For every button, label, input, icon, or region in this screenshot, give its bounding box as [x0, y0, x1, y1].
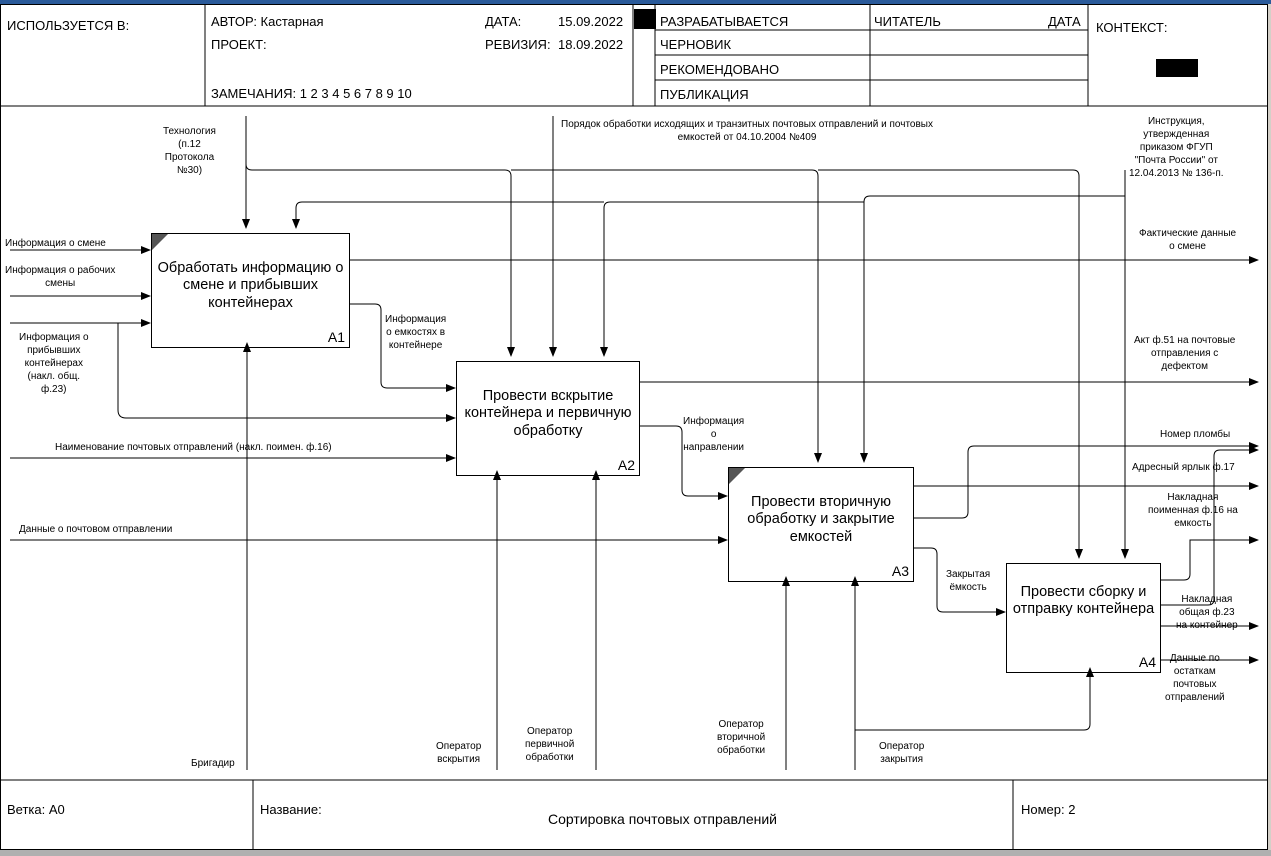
activity-box-a3[interactable]: Провести вторичную обработку и закрытие … — [728, 467, 914, 582]
window-bottom-bar — [0, 850, 1271, 856]
revision-label: РЕВИЗИЯ: — [485, 37, 551, 52]
frame-lines — [1, 5, 1268, 850]
activity-box-a1[interactable]: Обработать информацию о смене и прибывши… — [151, 233, 350, 348]
author-field: АВТОР: Кастарная — [211, 14, 324, 29]
activity-title: Провести вторичную обработку и закрытие … — [747, 494, 895, 545]
label-procedure: Порядок обработки исходящих и транзитных… — [561, 119, 933, 143]
number-field: Номер: 2 — [1021, 802, 1076, 817]
notes-field: ЗАМЕЧАНИЯ: 1 2 3 4 5 6 7 8 9 10 — [211, 86, 412, 101]
revision-value: 18.09.2022 — [558, 37, 624, 52]
label-items-names: Наименование почтовых отправлений (накл.… — [55, 442, 332, 453]
diagram-name: Сортировка почтовых отправлений — [548, 811, 777, 827]
label-foreman: Бригадир — [191, 758, 235, 769]
label-seal-number: Номер пломбы — [1160, 429, 1231, 440]
status-recommended: РЕКОМЕНДОВАНО — [660, 62, 780, 77]
arrow-lines — [10, 116, 1259, 770]
activity-box-a4[interactable]: Провести сборку и отправку контейнера А4 — [1006, 563, 1161, 673]
activity-number: А1 — [327, 329, 345, 345]
activity-number: А4 — [1138, 654, 1156, 670]
context-thumbnail — [1156, 59, 1198, 77]
label-shift-info: Информация о смене — [5, 238, 106, 249]
branch-field: Ветка: А0 — [7, 802, 65, 817]
reader-label: ЧИТАТЕЛЬ — [874, 14, 941, 29]
activity-title: Провести сборку и отправку контейнера — [1012, 584, 1155, 618]
date-value: 15.09.2022 — [558, 14, 624, 29]
context-label: КОНТЕКСТ: — [1096, 20, 1168, 35]
box-corner-mark — [152, 234, 168, 250]
status-working: РАЗРАБАТЫВАЕТСЯ — [660, 14, 789, 29]
activity-number: А3 — [891, 563, 909, 579]
activity-box-a2[interactable]: Провести вскрытие контейнера и первичную… — [456, 361, 640, 476]
date-label: ДАТА: — [485, 14, 522, 29]
label-address-label: Адресный ярлык ф.17 — [1132, 462, 1235, 473]
name-label: Название: — [260, 802, 322, 817]
label-item-data: Данные о почтовом отправлении — [19, 524, 173, 535]
reader-date-label: ДАТА — [1048, 14, 1081, 29]
status-publication: ПУБЛИКАЦИЯ — [660, 87, 749, 102]
project-field: ПРОЕКТ: — [211, 37, 267, 52]
activity-title: Провести вскрытие контейнера и первичную… — [464, 388, 632, 439]
status-draft: ЧЕРНОВИК — [660, 37, 732, 52]
status-marker — [634, 9, 656, 29]
activity-number: А2 — [617, 457, 635, 473]
used-in-label: ИСПОЛЬЗУЕТСЯ В: — [7, 18, 130, 33]
idef0-sheet: ИСПОЛЬЗУЕТСЯ В: АВТОР: Кастарная ПРОЕКТ:… — [0, 4, 1268, 850]
activity-title: Обработать информацию о смене и прибывши… — [157, 260, 344, 311]
window-top-bar — [0, 0, 1271, 4]
box-corner-mark — [729, 468, 745, 484]
